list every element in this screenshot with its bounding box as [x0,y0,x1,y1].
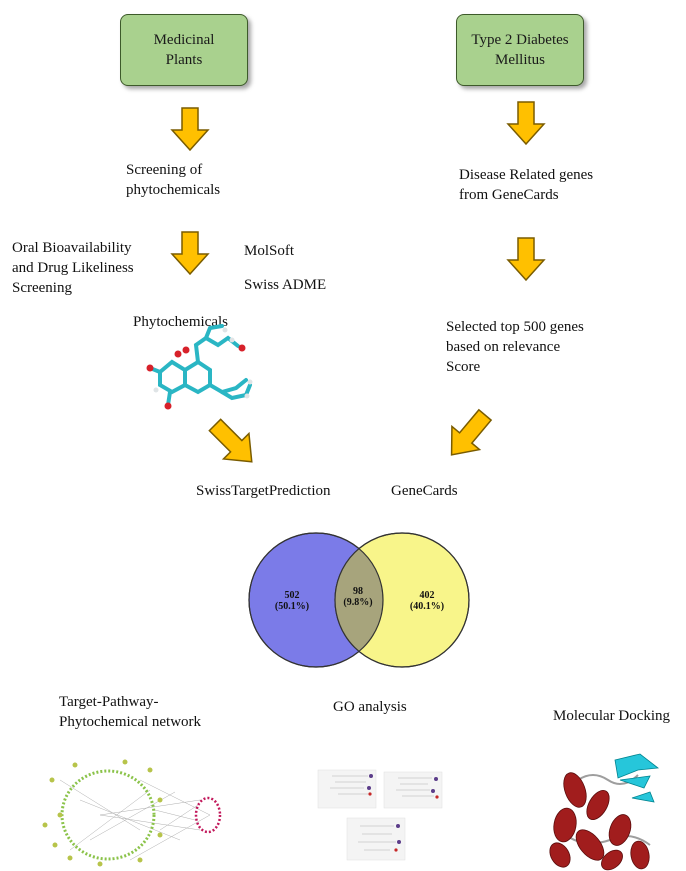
disease-genes-text: Disease Related genes from GeneCards [459,167,594,203]
venn-overlap-pct: (9.8%) [343,597,372,608]
swiss-target-prediction-text: SwissTargetPrediction [196,483,331,499]
molecular-docking-label: Molecular Docking [553,708,671,724]
venn-overlap [335,533,383,667]
venn-right-pct: (40.1%) [410,601,444,612]
phytochemicals-text: Phytochemicals [133,314,228,330]
venn-left-count: 502 [285,590,300,601]
t2dm-box: Type 2 Diabetes Mellitus [456,14,584,86]
arrow-diagonal-right [450,408,493,456]
oral-bioavailability-text: Oral Bioavailability and Drug Likeliness… [12,240,134,296]
medicinal-plants-label: Medicinal Plants [153,32,215,68]
medicinal-plants-box: Medicinal Plants [120,14,248,86]
venn-overlap-count: 98 [353,586,363,597]
genecards-text: GeneCards [391,483,458,499]
network-pathway-ring [194,796,222,834]
venn-left-pct: (50.1%) [275,601,309,612]
swiss-adme-text: Swiss ADME [244,277,327,293]
molsoft-text: MolSoft [244,243,295,259]
t2dm-label: Type 2 Diabetes Mellitus [471,32,569,68]
network-label: Target-Pathway- Phytochemical network [59,694,202,730]
top500-text: Selected top 500 genes based on relevanc… [446,319,584,375]
arrow-diagonal-left [208,418,253,463]
venn-right-count: 402 [420,590,435,601]
go-analysis-label: GO analysis [333,699,407,715]
screening-text: Screening of phytochemicals [126,162,221,198]
